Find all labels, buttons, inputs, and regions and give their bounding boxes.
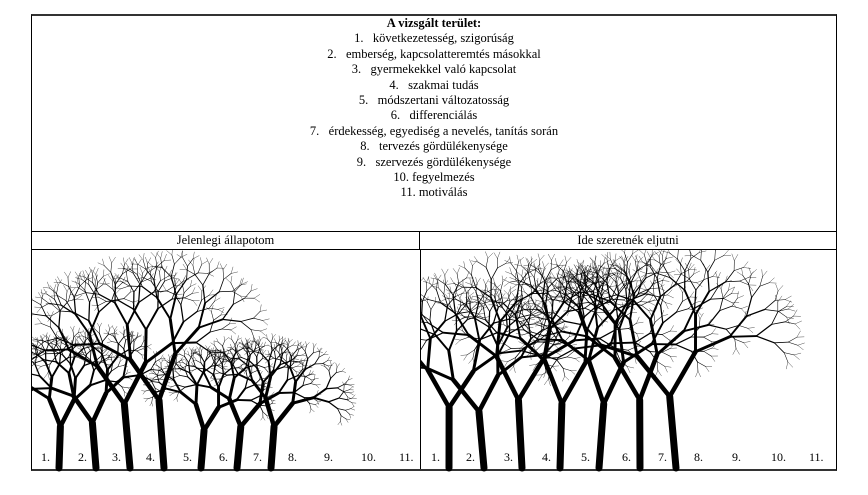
column-header-current: Jelenlegi állapotom [32,231,420,250]
criteria-item: 11. motiválás [400,185,468,200]
criteria-item: 10. fegyelmezés [393,170,475,185]
criteria-item: 8. tervezés gördülékenysége [360,139,508,154]
criterion-number-label: 10. [771,450,786,464]
criterion-number-label: 3. [112,450,121,464]
criterion-number-label: 7. [658,450,667,464]
tree [420,288,581,472]
tree [209,333,357,472]
criteria-item: 1. következetesség, szigorúság [354,31,514,46]
criterion-number-label: 1. [431,450,440,464]
criterion-number-label: 4. [542,450,551,464]
criterion-number-label: 6. [219,450,228,464]
criterion-number-label: 9. [732,450,741,464]
current-state-trees: 1. 2. 3. 4. 5. 6. 7. 8. 9. 10. 11. [32,250,421,472]
criterion-number-label: 5. [183,450,192,464]
criterion-number-label: 11. [809,450,824,464]
criterion-number-label: 9. [324,450,333,464]
criterion-number-label: 2. [78,450,87,464]
criterion-number-label: 6. [622,450,631,464]
criteria-item: 5. módszertani változatosság [358,93,510,108]
criterion-number-label: 4. [146,450,155,464]
goal-state-trees: 1. 2. 3. 4. 5. 6. 7. 8. 9. 10. 11. [420,250,836,472]
tree [453,261,677,472]
criteria-title: A vizsgált terület: [386,16,482,30]
criteria-item: 6. differenciálás [390,108,478,123]
criteria-item: 9. szervezés gördülékenysége [356,154,512,169]
criterion-number-label: 8. [288,450,297,464]
criterion-number-label: 8. [694,450,703,464]
criterion-number-label: 11. [399,450,414,464]
criterion-number-label: 2. [466,450,475,464]
criteria-item: 4. szakmai tudás [389,77,479,92]
criterion-number-label: 7. [253,450,262,464]
assessment-table: A vizsgált terület: 1. következetesség, … [31,14,837,472]
tree [32,250,270,472]
tree [167,335,322,472]
criteria-item: 7. érdekesség, egyediség a nevelés, taní… [309,123,559,138]
criterion-number-label: 5. [581,450,590,464]
column-header-goal: Ide szeretnék eljutni [420,231,836,250]
criteria-item: 3. gyermekekkel való kapcsolat [351,62,517,77]
tree [527,250,805,472]
tree [420,276,563,472]
criteria-list: A vizsgált terület: 1. következetesség, … [32,16,836,232]
criteria-item: 2. emberség, kapcsolatteremtés másokkal [327,46,541,61]
criterion-number-label: 1. [41,450,50,464]
tree [420,251,644,472]
criterion-number-label: 10. [361,450,376,464]
criterion-number-label: 3. [504,450,513,464]
tree [515,250,755,472]
